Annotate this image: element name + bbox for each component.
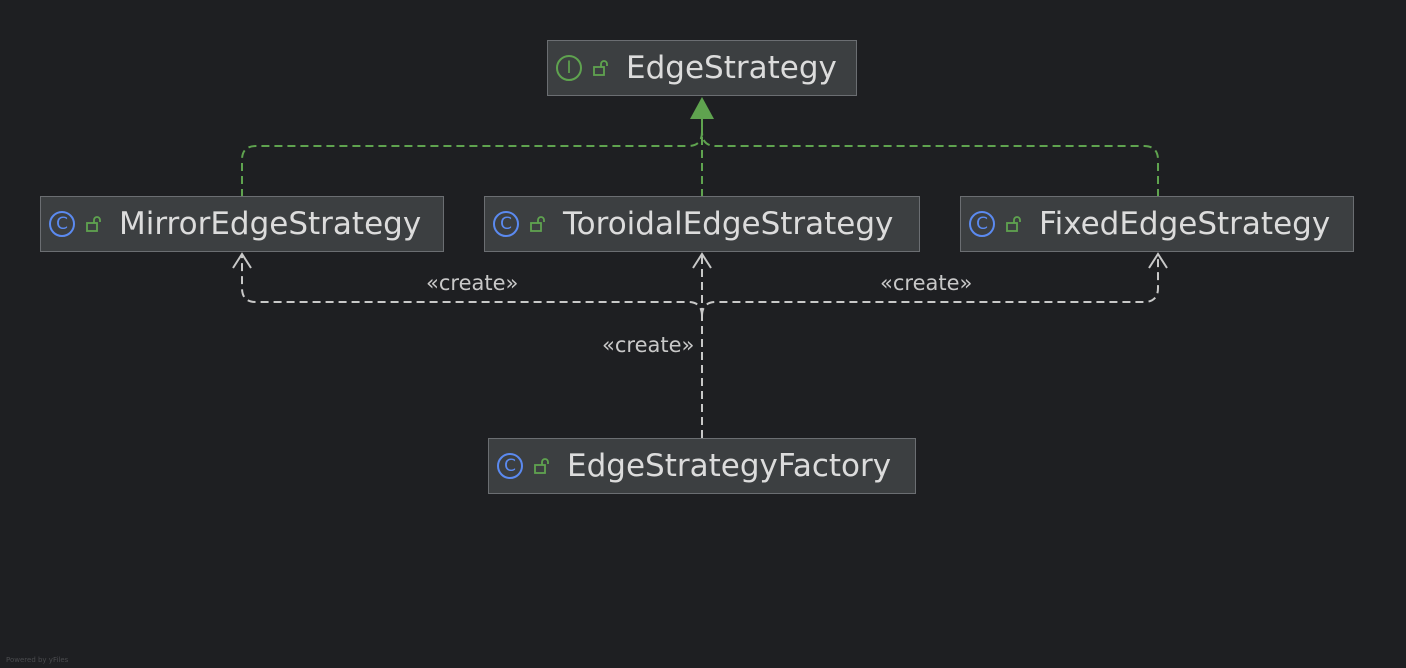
unlocked-icon	[534, 458, 549, 474]
implements-edge-fixed[interactable]	[701, 118, 1159, 197]
node-label: EdgeStrategyFactory	[567, 448, 892, 484]
node-edge-strategy-factory[interactable]: C EdgeStrategyFactory	[488, 438, 916, 494]
class-icon: C	[497, 453, 523, 479]
implements-edge-mirror[interactable]	[241, 118, 703, 197]
create-edge-fixed[interactable]	[701, 254, 1159, 317]
unlocked-icon	[593, 60, 608, 76]
unlocked-icon	[530, 216, 545, 232]
node-label: FixedEdgeStrategy	[1039, 206, 1331, 242]
node-toroidal-edge-strategy[interactable]: C ToroidalEdgeStrategy	[484, 196, 920, 252]
create-label-right: «create»	[880, 271, 973, 295]
node-mirror-edge-strategy[interactable]: C MirrorEdgeStrategy	[40, 196, 444, 252]
implements-arrowhead	[690, 97, 714, 119]
node-fixed-edge-strategy[interactable]: C FixedEdgeStrategy	[960, 196, 1354, 252]
create-arrowhead-toroidal	[692, 252, 712, 269]
interface-icon: I	[556, 55, 582, 81]
class-icon: C	[493, 211, 519, 237]
node-label: MirrorEdgeStrategy	[119, 206, 422, 242]
powered-by-footer: Powered by yFiles	[6, 656, 69, 664]
create-label-center: «create»	[602, 333, 695, 357]
node-edge-strategy[interactable]: I EdgeStrategy	[547, 40, 857, 96]
create-label-left: «create»	[426, 271, 519, 295]
unlocked-icon	[86, 216, 101, 232]
class-icon: C	[969, 211, 995, 237]
node-label: ToroidalEdgeStrategy	[563, 206, 894, 242]
node-label: EdgeStrategy	[626, 50, 837, 86]
unlocked-icon	[1006, 216, 1021, 232]
create-arrowhead-mirror	[232, 252, 252, 269]
class-icon: C	[49, 211, 75, 237]
create-edge-mirror[interactable]	[241, 254, 703, 317]
create-arrowhead-fixed	[1148, 252, 1168, 269]
